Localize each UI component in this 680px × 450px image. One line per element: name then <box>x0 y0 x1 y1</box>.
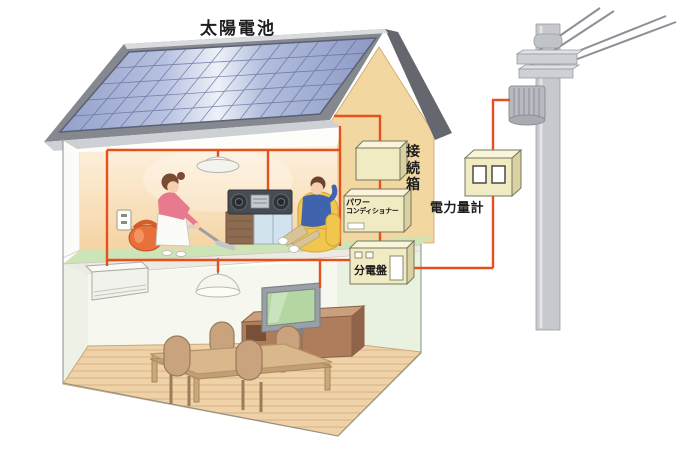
solar-panel-label: 太陽電池 <box>200 19 276 39</box>
vacuum-nozzle <box>215 240 236 251</box>
man-face <box>310 182 324 195</box>
utility-pole <box>508 7 677 331</box>
crossarm-lower <box>517 64 581 79</box>
left-exterior-wall <box>62 139 81 259</box>
house-outline <box>62 140 422 437</box>
distribution-board <box>348 239 416 286</box>
woman-vacuuming <box>155 172 201 257</box>
man-arm <box>325 184 338 204</box>
junction-box <box>354 139 409 182</box>
pole-transformer <box>508 85 546 126</box>
woman-shoe <box>161 250 173 256</box>
man-shoe <box>277 237 289 245</box>
power-conditioner-label-line1: パワー <box>346 198 370 207</box>
tv-screen <box>266 288 316 327</box>
pendant-light <box>195 258 241 298</box>
woman-arm <box>169 199 199 227</box>
vacuum-handle <box>132 219 160 230</box>
meter-window <box>472 165 487 184</box>
dining-set <box>149 321 333 412</box>
roof-right-slope <box>385 29 452 140</box>
distribution-board-label: 分電盤 <box>354 264 387 277</box>
meter-window <box>491 165 506 184</box>
solar-panel-grid <box>73 38 365 131</box>
tv-stand-drawer <box>246 325 266 341</box>
power-meter <box>463 148 523 198</box>
stereo-system <box>227 189 293 215</box>
woman-face <box>167 181 179 193</box>
wire-panel-to-junction <box>334 114 382 146</box>
pole-cap <box>533 33 563 49</box>
ceiling-light <box>196 156 240 173</box>
power-conditioner <box>342 187 413 234</box>
woman-hand <box>193 222 201 230</box>
upper-ceiling <box>54 127 342 152</box>
junction-box-label: 接続箱 <box>406 144 420 194</box>
man-on-armchair <box>277 176 341 253</box>
power-conditioner-label-line2: コンディショナー <box>346 207 399 216</box>
power-conditioner-label: パワー コンディショナー <box>346 198 404 215</box>
man-legs <box>281 223 309 247</box>
roof-eave-fascia <box>44 120 342 151</box>
vacuum-highlight <box>134 229 144 243</box>
crossarm-upper <box>515 49 585 65</box>
power-meter-label: 電力量計 <box>430 201 485 216</box>
lower-left-wall <box>63 264 88 384</box>
dining-chair <box>163 335 191 406</box>
distribution-board-panel <box>389 255 404 281</box>
red-wiring <box>105 98 510 288</box>
man-torso <box>301 194 332 227</box>
dining-chair <box>235 339 263 412</box>
roof-ridge-highlight <box>124 29 388 49</box>
woman-skirt <box>155 213 191 247</box>
air-conditioner <box>84 261 150 301</box>
solar-panel <box>58 37 378 133</box>
power-conditioner-display <box>347 222 365 230</box>
woman-hair-bun <box>177 172 185 180</box>
armrest <box>325 213 341 247</box>
wire-meter-to-transformer <box>491 98 510 268</box>
wall-outlet <box>116 209 132 231</box>
